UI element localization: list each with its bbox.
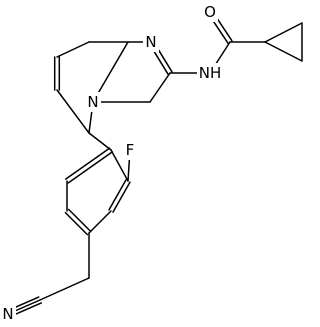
bond bbox=[110, 149, 129, 182]
bond bbox=[64, 211, 89, 236]
label-mask bbox=[197, 63, 223, 83]
bond bbox=[64, 147, 111, 180]
atom-labels: O N NH N F N bbox=[0, 2, 223, 324]
label-mask bbox=[0, 304, 16, 324]
bond bbox=[88, 210, 112, 234]
label-mask bbox=[202, 2, 218, 22]
bond bbox=[67, 151, 114, 184]
atom-label-nitrile-nitrogen: N bbox=[2, 305, 13, 323]
bonds bbox=[5, 9, 303, 318]
label-mask bbox=[123, 140, 137, 160]
atom-label-imidazole-nitrogen: N bbox=[145, 33, 156, 51]
bond bbox=[67, 208, 92, 233]
bond bbox=[264, 41, 303, 62]
bond bbox=[112, 181, 131, 213]
atom-label-bridgehead-nitrogen: N bbox=[87, 93, 98, 111]
bond bbox=[39, 277, 90, 301]
label-mask bbox=[85, 92, 101, 112]
bond bbox=[108, 179, 127, 211]
atom-label-amide-nh: NH bbox=[199, 64, 222, 82]
bond bbox=[149, 72, 171, 103]
label-mask bbox=[143, 32, 159, 52]
bond bbox=[56, 41, 90, 58]
molecule-structure: O N NH N F N bbox=[0, 2, 303, 324]
atom-label-fluorine: F bbox=[126, 141, 135, 159]
atom-label-oxygen: O bbox=[204, 3, 216, 21]
bond bbox=[88, 132, 112, 151]
bond bbox=[56, 89, 90, 134]
bond bbox=[264, 22, 303, 43]
